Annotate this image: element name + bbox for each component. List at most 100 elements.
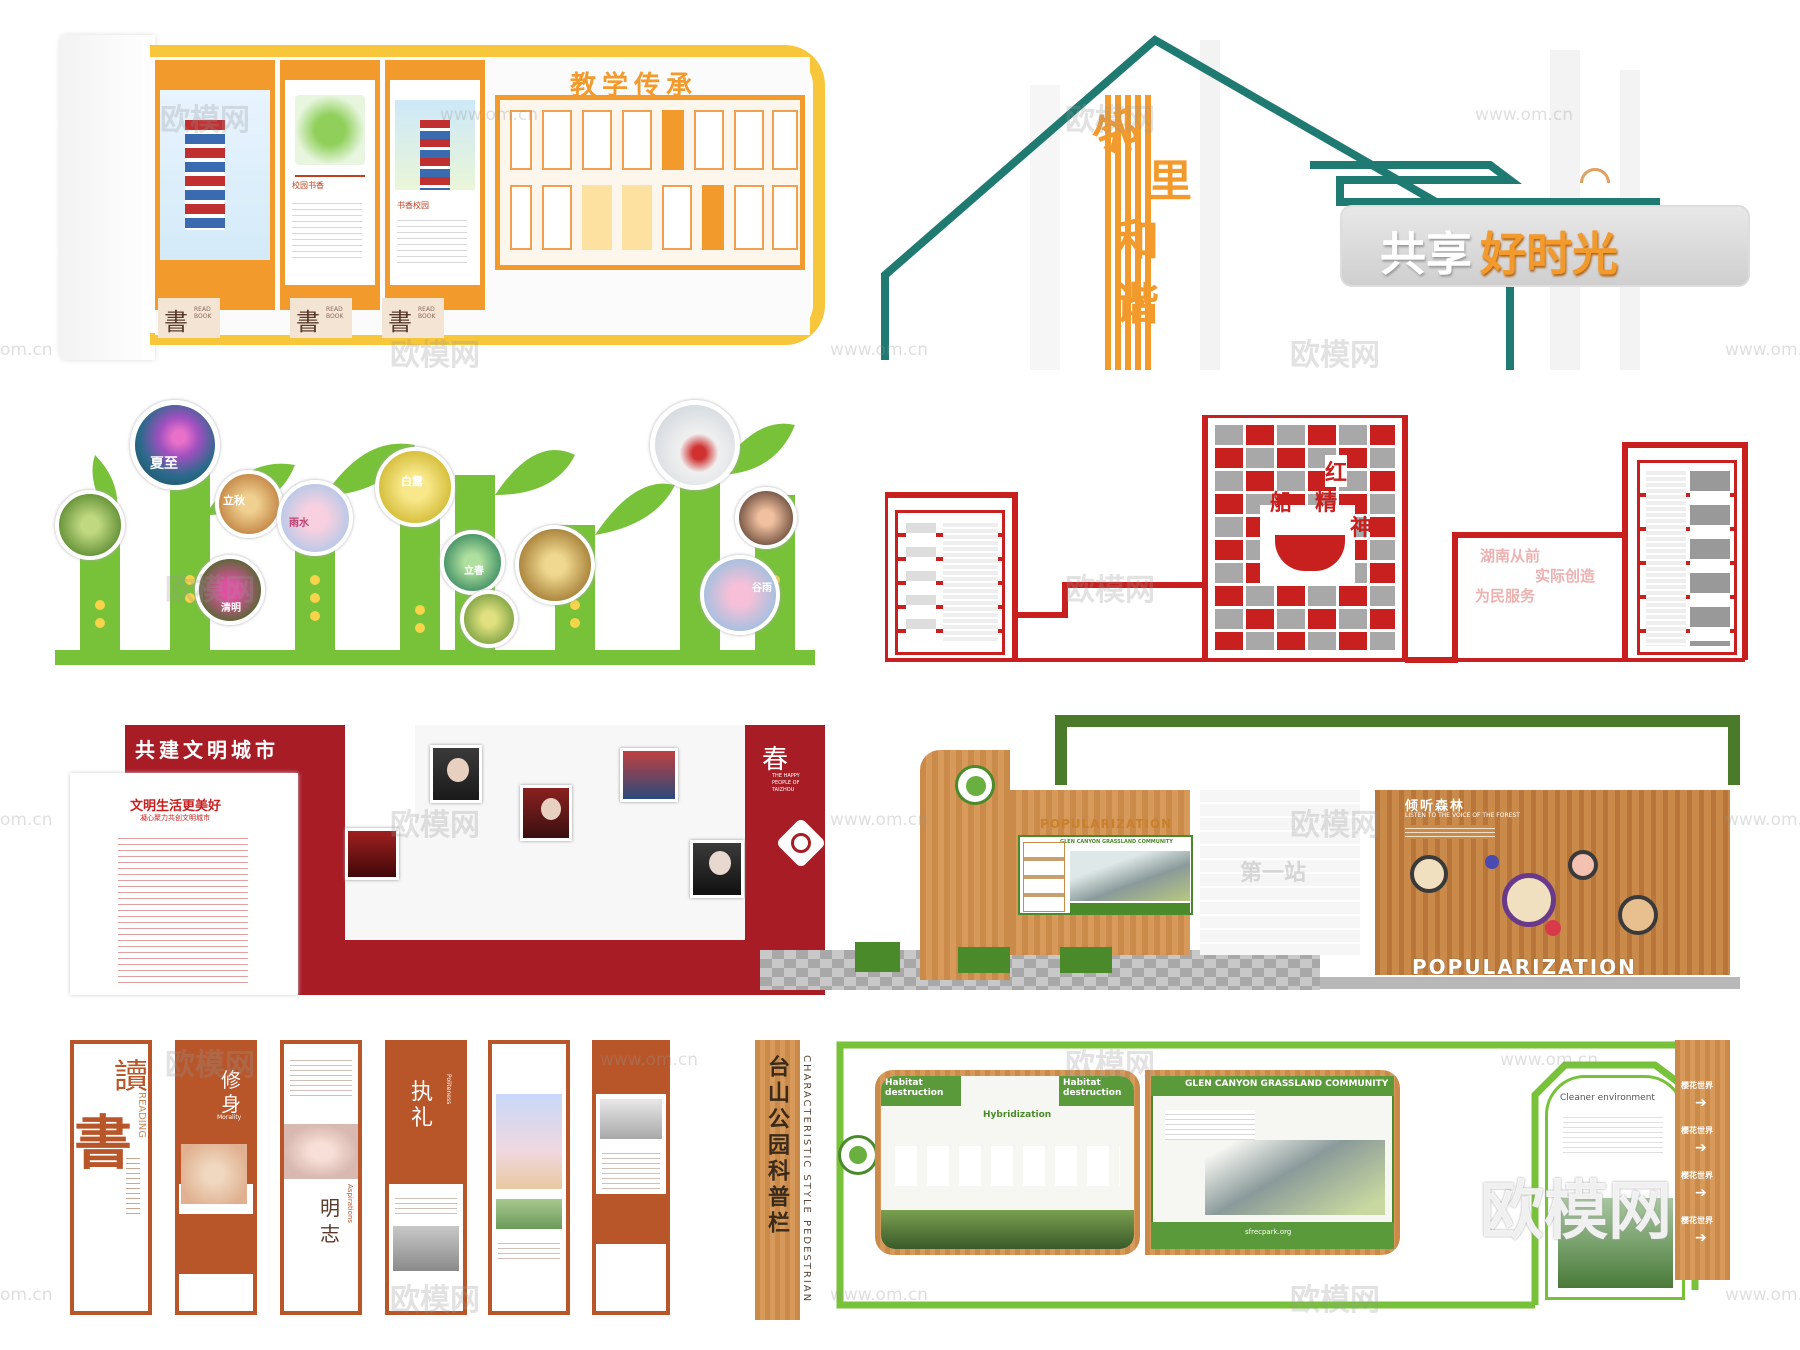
- slogan-plate: [1340, 205, 1750, 287]
- term-circle-spring: 立春: [440, 530, 505, 595]
- watermark-url-11: om.cn: [0, 1285, 53, 1305]
- pillar-figures: [592, 1040, 670, 1315]
- term-circle-white-dew: 白露: [375, 447, 455, 527]
- term-circle-snow-flower: [650, 400, 740, 490]
- panel-solar-terms: 夏至 立秋 清明 雨水 白露 立春 谷雨: [55, 395, 815, 675]
- white-notch: [345, 725, 415, 835]
- forest-logo-icon: [955, 765, 995, 805]
- arrow-right-icon-1: ➔: [1695, 1095, 1707, 1111]
- pillar-politeness: 执 礼 Politeness: [385, 1040, 467, 1315]
- planter-2: [958, 947, 1010, 973]
- vertical-char-3: 和: [1115, 216, 1159, 267]
- logo-text: THE HAPPY PEOPLE OF TAIZHOU: [772, 773, 800, 793]
- white-end-block: [60, 35, 155, 360]
- photo-2: [520, 785, 572, 841]
- arrow-right-icon-4: ➔: [1695, 1230, 1707, 1246]
- poster-card-3: 书香校园: [385, 60, 485, 310]
- term-circle-river: [735, 487, 797, 549]
- pillar-aspirations: 明 志 Aspirations: [280, 1040, 362, 1315]
- left-heading: POPULARIZATION: [1040, 817, 1173, 831]
- center-char-1: 红: [1325, 455, 1348, 487]
- dial-5-icon: [1545, 920, 1561, 936]
- park-vertical-title: 台山公园科普栏: [764, 1055, 790, 1237]
- dial-3-icon: [1568, 850, 1598, 880]
- panel-reading-pillars: 讀 書 READING 修 身 Morality 明 志 Aspirations…: [70, 1040, 670, 1320]
- big-heading: POPULARIZATION: [1412, 955, 1637, 979]
- pillar-landscape: [488, 1040, 570, 1315]
- panel-red-boat-spirit: 红 船 精 神 湖南从前 实际创造 为民服务: [885, 415, 1750, 665]
- logo-emblem: 春: [762, 745, 789, 775]
- house-outline: [881, 35, 1660, 370]
- term-circle-clear-bright: 清明: [195, 555, 265, 625]
- photo-3: [620, 748, 678, 802]
- vertical-char-2: 里: [1148, 156, 1192, 207]
- poster-card-1: [155, 60, 275, 310]
- center-char-4: 神: [1350, 515, 1373, 541]
- direction-sign: 樱花世界 ➔ 樱花世界 ➔ 樱花世界 ➔ 樱花世界 ➔: [1675, 1040, 1730, 1280]
- read-sign-3: 書 READ BOOK: [382, 298, 444, 338]
- stone-base: [760, 950, 1320, 990]
- term-circle-summer-solstice: 夏至: [130, 400, 220, 490]
- card-heading-2: 书香校园: [397, 201, 429, 210]
- vertical-char-4: 谐: [1115, 279, 1159, 330]
- sun-arc-icon: [1580, 168, 1610, 183]
- center-mosaic: 红 船 精 神: [1215, 425, 1395, 650]
- board-subtitle: 文明生活更美好: [130, 799, 222, 814]
- panel-civilized-city: 共建文明城市 文明生活更美好 凝心聚力共创文明城市 春 THE HAPPY PE…: [70, 720, 830, 995]
- term-circle-grain-rain: 谷雨: [700, 555, 780, 635]
- planter-1: [855, 942, 900, 972]
- right-en-subtitle: LISTEN TO THE VOICE OF THE FOREST: [1405, 812, 1520, 819]
- planter-3: [1060, 947, 1112, 973]
- glen-canyon-board: GLEN CANYON GRASSLAND COMMUNITY sfrecpar…: [1145, 1070, 1400, 1255]
- cleaner-board: Cleaner environment: [1545, 1075, 1685, 1300]
- panel-neighborhood-harmony: 邻 里 和 谐 共享 好时光: [870, 30, 1750, 370]
- dial-6-icon: [1485, 855, 1499, 869]
- right-card-stack: [1637, 460, 1737, 655]
- board-caption: 凝心聚力共创文明城市: [140, 814, 210, 822]
- orange-striped-column: [1105, 95, 1155, 370]
- panel-forest-popularization: POPULARIZATION GLEN CANYON GRASSLAND COM…: [760, 715, 1740, 990]
- left-card-stack: [895, 510, 1005, 655]
- display-cards: [510, 110, 800, 260]
- right-text-lines: [1405, 825, 1495, 839]
- habitat-board: Habitat destruction Hybridization Habita…: [875, 1070, 1140, 1255]
- arrow-right-icon-2: ➔: [1695, 1140, 1707, 1156]
- center-char-2: 船: [1270, 490, 1293, 516]
- red-frame-outline: [885, 415, 1748, 663]
- photo-5: [690, 840, 744, 898]
- side-text-block: 湖南从前 实际创造 为民服务: [1475, 547, 1596, 605]
- white-slat-section: [1200, 790, 1360, 955]
- text-board: 文明生活更美好 凝心聚力共创文明城市: [70, 773, 298, 995]
- term-circle-left: [55, 490, 125, 560]
- center-char-3: 精: [1315, 490, 1338, 516]
- photo-4: [345, 828, 399, 880]
- read-sign-2: 書 READ BOOK: [290, 298, 352, 338]
- term-circle-middle: [460, 590, 518, 648]
- slogan-white: 共享: [1380, 227, 1472, 281]
- watermark-large: 欧模网: [1480, 1175, 1672, 1249]
- green-roof: [1055, 715, 1740, 785]
- dial-1-icon: [1410, 855, 1448, 893]
- right-cn-title: 倾听森林: [1405, 799, 1466, 814]
- logo-column: 春 THE HAPPY PEOPLE OF TAIZHOU: [750, 725, 820, 815]
- dial-4-icon: [1618, 895, 1658, 935]
- wood-title-post: [755, 1040, 800, 1320]
- pillar-morality: 修 身 Morality: [175, 1040, 257, 1315]
- card-heading-1: 校园书香: [292, 181, 324, 190]
- dial-2-icon: [1502, 873, 1556, 927]
- poster-card-2: 校园书香: [280, 60, 380, 310]
- glen-board: GLEN CANYON GRASSLAND COMMUNITY: [1018, 835, 1193, 915]
- term-circle-rain-water: 雨水: [277, 480, 353, 556]
- park-logo-icon: [838, 1135, 878, 1175]
- city-title: 共建文明城市: [135, 738, 279, 762]
- pillar-reading: 讀 書 READING: [70, 1040, 152, 1315]
- read-sign-1: 書 READ BOOK: [158, 298, 220, 338]
- watermark-url-6: om.cn: [0, 810, 53, 830]
- slogan-orange: 好时光: [1480, 227, 1618, 281]
- photo-1: [430, 745, 482, 803]
- term-circle-autumn: 立秋: [215, 470, 283, 538]
- park-vertical-en: CHARACTERISTIC STYLE PEDESTRIAN: [801, 1055, 812, 1304]
- board-text-lines: [118, 833, 248, 983]
- wall-title: 教学传承: [570, 71, 699, 101]
